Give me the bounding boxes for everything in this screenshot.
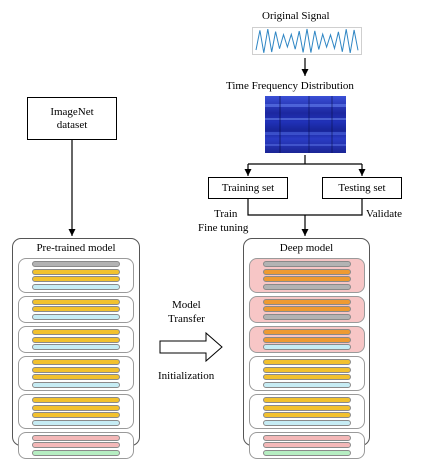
deep-layer-group <box>249 326 365 354</box>
line-from-testing <box>305 199 363 216</box>
pretrained-layer-bar <box>32 442 120 449</box>
training-set-label: Training set <box>221 181 275 194</box>
pretrained-layer-bar <box>32 412 120 419</box>
pretrained-layer-bar <box>32 449 120 456</box>
pretrained-layer-bar <box>32 298 120 305</box>
deep-layer-bar <box>263 276 351 283</box>
deep-layer-group <box>249 356 365 391</box>
imagenet-line1: ImageNet <box>50 105 94 118</box>
deep-layer-bar <box>263 419 351 426</box>
deep-layer-group <box>249 394 365 429</box>
deep-layer-bar <box>263 306 351 313</box>
pretrained-layer-group <box>18 431 134 459</box>
pretrained-layer-bar <box>32 397 120 403</box>
pretrained-layer-group <box>18 326 134 354</box>
waveform-line <box>255 28 359 53</box>
pretrained-layer-bar <box>32 306 120 313</box>
pretrained-layer-bar <box>32 366 120 373</box>
pretrained-layer-bar <box>32 404 120 411</box>
model-transfer-arrow <box>159 331 223 363</box>
deep-layer-bar <box>263 268 351 275</box>
initialization-label: Initialization <box>158 370 215 382</box>
pretrained-layer-bar <box>32 381 120 388</box>
pretrained-layer-bar <box>32 374 120 381</box>
deep-layer-bar <box>263 336 351 343</box>
deep-model-panel: Deep model <box>243 238 370 459</box>
pretrained-layer-bar <box>32 434 120 441</box>
line-from-training <box>247 199 305 216</box>
train-label: Train <box>214 208 238 220</box>
deep-layer-bar <box>263 344 351 351</box>
deep-layer-group <box>249 431 365 459</box>
model-label: Model <box>172 299 201 311</box>
pretrained-layer-group <box>18 258 134 293</box>
pretrained-model-title: Pre-trained model <box>36 242 116 254</box>
deep-layer-bar <box>263 442 351 449</box>
pretrained-layer-group <box>18 295 134 323</box>
deep-layer-bar <box>263 313 351 320</box>
deep-layer-bar <box>263 412 351 419</box>
deep-model-title: Deep model <box>279 242 334 254</box>
pretrained-layer-bar <box>32 313 120 320</box>
imagenet-dataset-box: ImageNet dataset <box>27 97 117 140</box>
pretrained-layer-bar <box>32 261 120 267</box>
fine-tuning-label: Fine tuning <box>198 222 249 234</box>
deep-layer-bar <box>263 298 351 305</box>
deep-layer-group <box>249 258 365 293</box>
deep-layer-group <box>249 295 365 323</box>
pretrained-layer-bar <box>32 268 120 275</box>
deep-layer-bar <box>263 329 351 335</box>
tfd-title: Time Frequency Distribution <box>226 80 354 92</box>
pretrained-layer-bar <box>32 329 120 335</box>
validate-label: Validate <box>366 208 403 220</box>
testing-set-box: Testing set <box>322 177 402 199</box>
deep-layer-bar <box>263 261 351 267</box>
pretrained-layer-group <box>18 394 134 429</box>
pretrained-layer-bar <box>32 283 120 290</box>
original-signal-waveform <box>252 27 362 55</box>
deep-layer-bar <box>263 381 351 388</box>
deep-layer-bar <box>263 366 351 373</box>
transfer-label: Transfer <box>168 313 205 325</box>
pretrained-layer-bar <box>32 336 120 343</box>
deep-layer-bar <box>263 397 351 403</box>
deep-layer-bar <box>263 374 351 381</box>
deep-layer-bar <box>263 404 351 411</box>
training-set-box: Training set <box>208 177 288 199</box>
pretrained-model-panel: Pre-trained model <box>12 238 140 459</box>
testing-set-label: Testing set <box>338 181 386 194</box>
signal-title: Original Signal <box>262 10 330 22</box>
imagenet-line2: dataset <box>56 118 88 131</box>
pretrained-layer-bar <box>32 419 120 426</box>
deep-layer-bar <box>263 434 351 441</box>
deep-layer-bar <box>263 359 351 366</box>
deep-layer-bar <box>263 283 351 290</box>
pretrained-layer-bar <box>32 276 120 283</box>
pretrained-layer-bar <box>32 344 120 351</box>
time-frequency-image <box>265 96 346 153</box>
pretrained-layer-bar <box>32 359 120 366</box>
deep-layer-bar <box>263 449 351 456</box>
pretrained-layer-group <box>18 356 134 391</box>
